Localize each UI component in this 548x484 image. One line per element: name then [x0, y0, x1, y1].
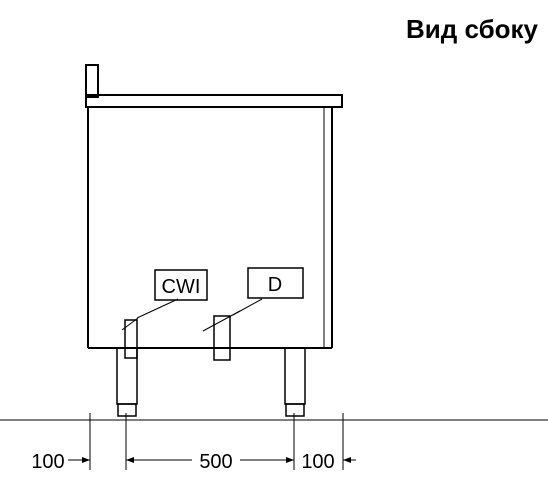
- cabinet-body: [87, 107, 333, 349]
- cwi-label: CWI: [154, 269, 208, 301]
- leg-right: [284, 347, 306, 417]
- cwi-label-text: CWI: [162, 276, 201, 298]
- view-title: Вид сбоку: [406, 14, 539, 44]
- dimension-middle: 500: [199, 451, 232, 473]
- dimension-left: 100: [31, 451, 64, 473]
- worktop: [85, 94, 343, 108]
- backsplash: [85, 64, 99, 98]
- d-label-text: D: [268, 274, 282, 296]
- d-label: D: [247, 267, 304, 299]
- leg-left: [116, 347, 138, 417]
- dim-arrow: [343, 457, 351, 463]
- drain-pipe: [202, 298, 263, 361]
- dimension-line: [68, 457, 356, 463]
- dimension-right: 100: [301, 451, 334, 473]
- cwi-pipe: [121, 298, 179, 359]
- dim-arrow: [126, 457, 134, 463]
- dim-arrow: [286, 457, 294, 463]
- dim-arrow: [82, 457, 90, 463]
